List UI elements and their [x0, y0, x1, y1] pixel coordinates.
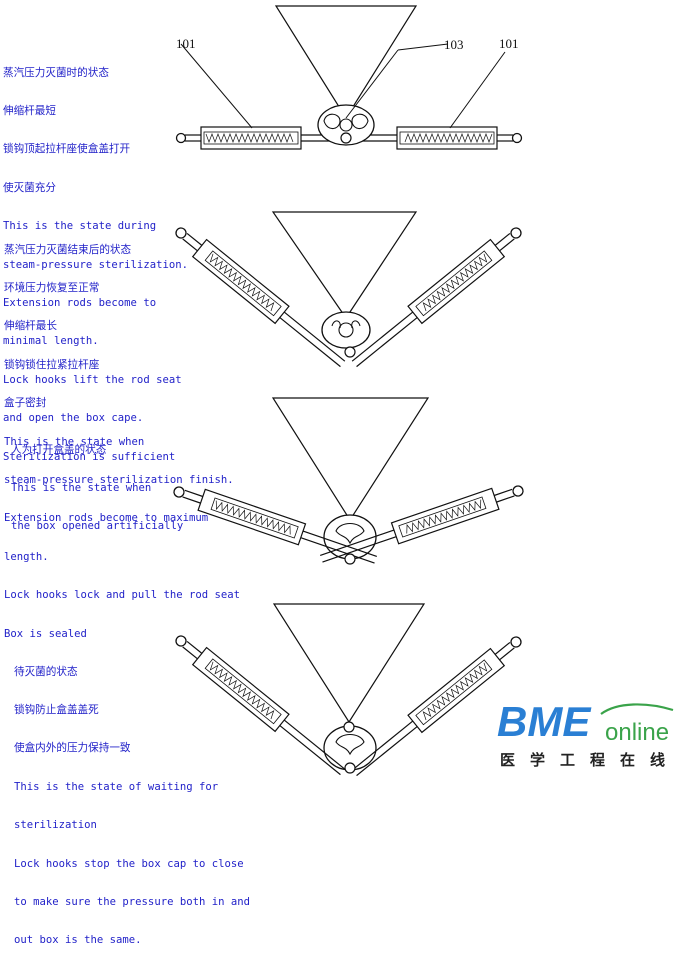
- caption-line: to make sure the pressure both in and: [14, 895, 250, 908]
- caption-line: Sterilization is sufficient: [3, 450, 176, 463]
- caption-panel-2: 蒸汽压力灭菌结束后的状态 环境压力恢复至正常 伸缩杆最长 锁钩锁住拉紧拉杆座 盒…: [4, 218, 240, 653]
- panel-2-mechanism: [169, 211, 528, 374]
- caption-line: 锁钩顶起拉杆座使盒盖打开: [3, 143, 131, 156]
- caption-line: 伸缩杆最短: [3, 104, 56, 117]
- caption-panel-3: 人为打开盒盖的状态 This is the state when the box…: [11, 418, 183, 546]
- caption-line: Lock hooks lift the rod seat: [3, 373, 182, 386]
- ref-label-101-right: 101: [499, 36, 519, 51]
- bme-online-logo: BME online: [497, 700, 674, 744]
- logo-chinese-text: 医学工程在线: [500, 751, 681, 769]
- caption-line: 盒子密封: [4, 397, 47, 410]
- caption-line: 锁钩防止盒盖盖死: [14, 703, 99, 716]
- caption-line: 待灭菌的状态: [14, 665, 78, 678]
- caption-line: This is the state during: [3, 220, 157, 233]
- caption-line: steam-pressure sterilization finish.: [4, 473, 234, 486]
- caption-line: sterilization: [14, 819, 97, 832]
- caption-line: the box opened artificially: [11, 520, 184, 533]
- caption-line: This is the state when: [11, 481, 152, 494]
- caption-line: This is the state when: [4, 435, 145, 448]
- caption-line: Lock hooks stop the box cap to close: [14, 857, 244, 870]
- caption-line: Extension rods become to maximum: [4, 512, 209, 525]
- caption-line: 锁钩锁住拉紧拉杆座: [4, 358, 100, 371]
- caption-line: length.: [4, 550, 49, 563]
- panel-1-mechanism: 101 103 101: [175, 5, 523, 150]
- caption-line: 使盒内外的压力保持一致: [14, 742, 131, 755]
- caption-line: 环境压力恢复至正常: [4, 281, 100, 294]
- ref-label-101-left: 101: [176, 36, 196, 51]
- caption-line: out box is the same.: [14, 934, 142, 947]
- panel-4-mechanism: [169, 603, 528, 776]
- caption-line: Box is sealed: [4, 627, 87, 640]
- caption-line: This is the state of waiting for: [14, 780, 219, 793]
- caption-panel-1: 蒸汽压力灭菌时的状态 伸缩杆最短 锁钩顶起拉杆座使盒盖打开 使灭菌充分 This…: [3, 41, 188, 476]
- logo-bme-text: BME: [497, 700, 592, 744]
- caption-line: Extension rods become to: [3, 296, 157, 309]
- caption-line: 人为打开盒盖的状态: [11, 443, 107, 456]
- caption-panel-4: 待灭菌的状态 锁钩防止盒盖盖死 使盒内外的压力保持一致 This is the …: [14, 640, 250, 960]
- caption-line: 使灭菌充分: [3, 181, 56, 194]
- logo-online-text: online: [605, 719, 669, 744]
- panel-3-mechanism: [170, 397, 527, 571]
- ref-label-103: 103: [444, 37, 464, 52]
- caption-line: 蒸汽压力灭菌结束后的状态: [4, 243, 132, 256]
- caption-line: minimal length.: [3, 335, 99, 348]
- caption-line: and open the box cape.: [3, 412, 144, 425]
- caption-line: 伸缩杆最长: [4, 320, 57, 333]
- mechanism-diagram: 101 103 101: [169, 5, 528, 776]
- caption-line: 蒸汽压力灭菌时的状态: [3, 66, 109, 79]
- caption-line: Lock hooks lock and pull the rod seat: [4, 589, 240, 602]
- caption-line: steam-pressure sterilization.: [3, 258, 188, 271]
